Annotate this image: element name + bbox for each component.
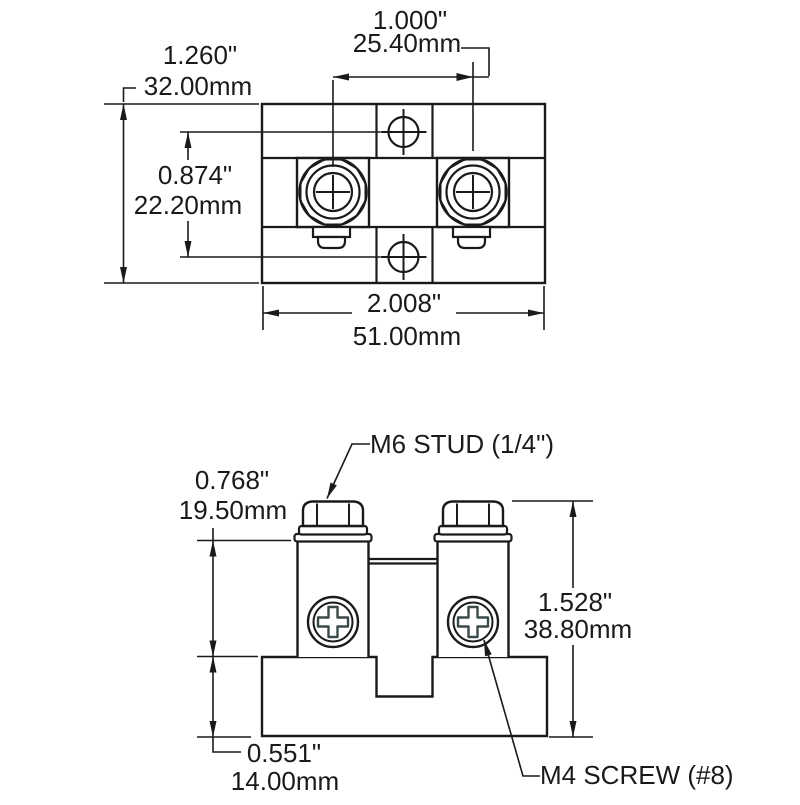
dim-base-height-inches: 0.551" xyxy=(247,738,321,768)
dim-height-inches: 1.260" xyxy=(163,40,237,70)
phillips-screw-left xyxy=(306,595,360,649)
dim-body-height-inches: 0.768" xyxy=(195,465,269,495)
terminal-nut-right xyxy=(438,157,508,227)
dim-hole-spacing-inches: 0.874" xyxy=(158,160,232,190)
leader-elbow xyxy=(461,47,490,76)
dim-total-height-metric: 38.80mm xyxy=(524,614,632,644)
base-outline-side-view xyxy=(260,655,549,738)
screw-callout-label: M4 SCREW (#8) xyxy=(540,760,734,790)
dim-stud-spacing-metric: 25.40mm xyxy=(353,28,461,58)
dim-body-height-metric: 19.50mm xyxy=(179,495,287,525)
side-view xyxy=(260,500,549,738)
top-view xyxy=(260,102,547,285)
dim-width-inches: 2.008" xyxy=(367,288,441,318)
phillips-screw-right xyxy=(446,595,500,649)
dimension-arrow xyxy=(456,73,473,81)
dim-hole-spacing-metric: 22.20mm xyxy=(134,190,242,220)
dim-base-height-metric: 14.00mm xyxy=(231,766,339,796)
stud-callout-label: M6 STUD (1/4") xyxy=(370,429,554,459)
leader-elbow xyxy=(122,87,136,102)
leader-line-stud xyxy=(326,443,370,499)
dim-width-metric: 51.00mm xyxy=(353,321,461,351)
dim-total-height-inches: 1.528" xyxy=(538,587,612,617)
dim-stud-spacing-inches: 1.000" xyxy=(373,5,447,35)
side-view-dimensions: 0.768" 19.50mm 0.551" 14.00mm 1.528" 38.… xyxy=(179,429,734,796)
leader-elbow xyxy=(212,737,241,753)
terminal-nut-left xyxy=(298,157,368,227)
top-view-dimensions: 1.000" 25.40mm 1.260" 32.00mm 0.874" 22.… xyxy=(104,5,545,351)
dim-height-metric: 32.00mm xyxy=(144,71,252,101)
wire-clamp-left xyxy=(311,225,352,250)
leader-line-screw xyxy=(483,639,540,777)
wire-clamp-right xyxy=(451,225,492,250)
